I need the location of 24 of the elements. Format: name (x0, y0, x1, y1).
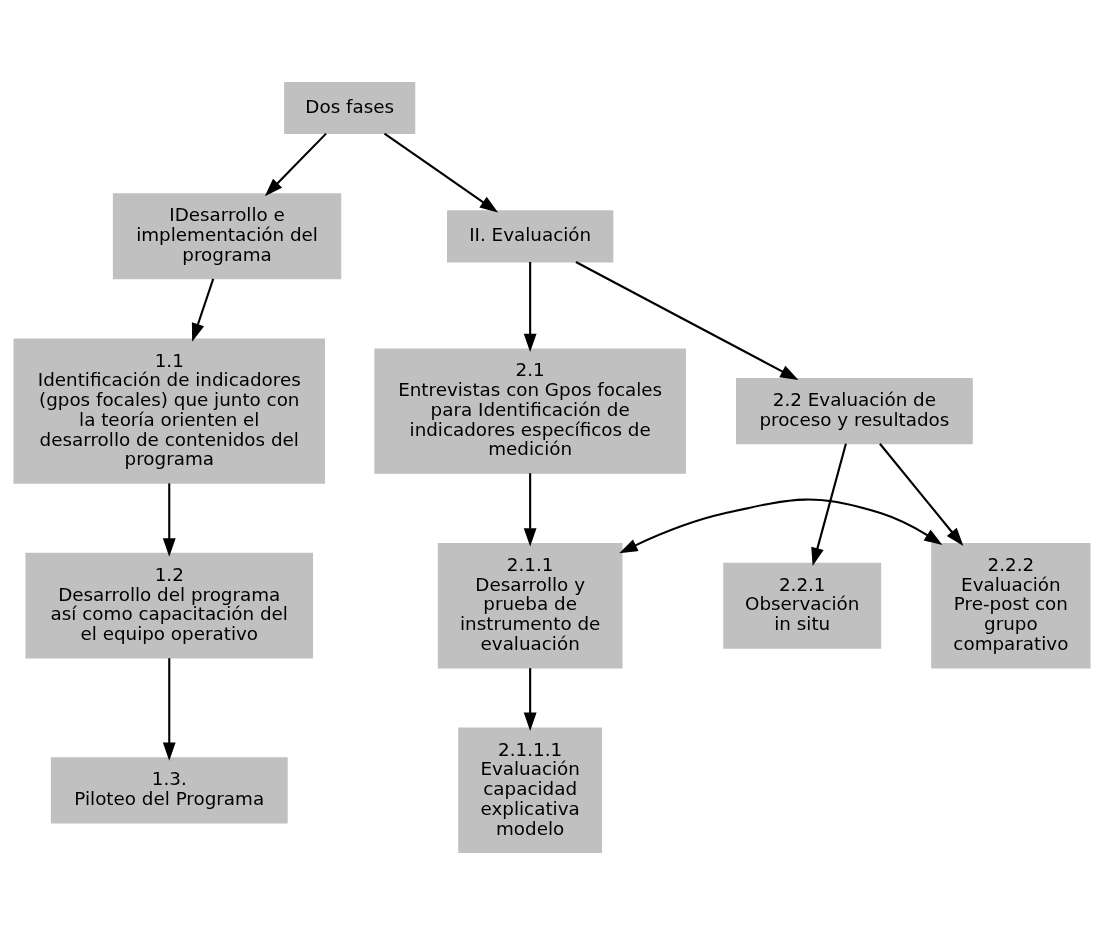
node-box: 1.2 Desarrollo del programa así como capacitación del el equipo operativo (25, 552, 314, 659)
arrow (523, 472, 537, 546)
arrow (523, 667, 537, 731)
arrow (811, 442, 847, 566)
node-box: IDesarrollo e implementación del programa (112, 192, 342, 279)
arrow (383, 132, 499, 213)
node-box: 2.1.1.1 Evaluación capacidad explicativa modelo (458, 727, 603, 853)
arrow (162, 482, 176, 557)
node-box: II. Evaluación (446, 209, 614, 262)
arrow (191, 278, 215, 342)
arrow (264, 132, 327, 196)
arrow (619, 498, 943, 553)
arrow (575, 260, 799, 380)
node-box: 1.3. Piloteo del Programa (50, 756, 288, 823)
node-box: Dos fases (284, 81, 416, 134)
node-box: 2.1 Entrevistas con Gpos focales para Identificación de indicadores específicos de medición (374, 347, 686, 474)
node-box: 2.2 Evaluación de proceso y resultados (735, 377, 973, 444)
arrow (879, 442, 964, 546)
node-box: 1.1 Identificación de indicadores (gpos focales) que junto con la teoría orienten el desarrollo de contenidos del programa (13, 338, 326, 484)
arrow (162, 657, 176, 761)
node-box: 2.1.1 Desarrollo y prueba de instrumento de evaluación (437, 542, 623, 668)
node-box: 2.2.2 Evaluación Pre-post con grupo comparativo (931, 542, 1091, 668)
node-box: 2.2.1 Observación in situ (723, 562, 882, 649)
arrow (523, 261, 537, 352)
